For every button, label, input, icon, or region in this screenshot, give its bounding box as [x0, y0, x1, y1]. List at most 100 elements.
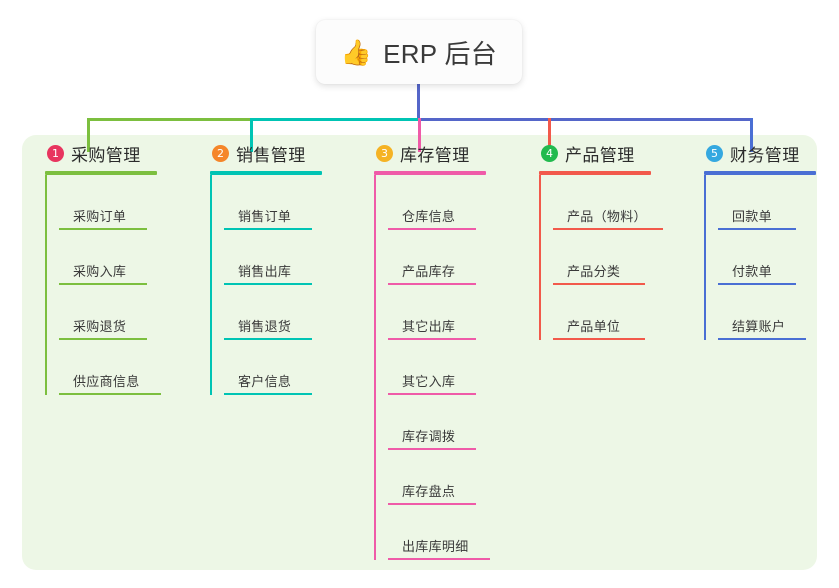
bar-segment-green — [87, 118, 252, 121]
leaf-item-label: 客户信息 — [238, 374, 292, 389]
column-header-3[interactable]: 3 库存管理 — [374, 135, 486, 171]
leaf-item[interactable]: 销售出库 — [224, 230, 322, 285]
leaf-item-underline — [224, 338, 312, 340]
leaf-item-label: 采购入库 — [73, 264, 127, 279]
leaf-item-underline — [553, 338, 645, 340]
leaf-item[interactable]: 其它入库 — [388, 340, 486, 395]
leaf-item-label: 供应商信息 — [73, 374, 140, 389]
leaf-item[interactable]: 其它出库 — [388, 285, 486, 340]
leaf-item-label: 结算账户 — [732, 319, 786, 334]
leaf-item[interactable]: 产品库存 — [388, 230, 486, 285]
column-3: 3 库存管理仓库信息产品库存其它出库其它入库库存调拨库存盘点出库库明细 — [374, 135, 490, 560]
leaf-item-underline — [388, 503, 476, 505]
column-underline — [704, 171, 816, 175]
column-trunk-line — [210, 175, 212, 395]
leaf-item[interactable]: 客户信息 — [224, 340, 322, 395]
leaf-item-label: 其它出库 — [402, 319, 456, 334]
leaf-item-underline — [59, 228, 147, 230]
leaf-item-label: 出库库明细 — [402, 539, 469, 554]
leaf-item[interactable]: 产品（物料） — [553, 175, 663, 230]
leaf-item[interactable]: 供应商信息 — [59, 340, 161, 395]
leaf-item-label: 付款单 — [732, 264, 772, 279]
leaf-item-underline — [224, 393, 312, 395]
column-trunk-line — [704, 175, 706, 340]
column-underline — [45, 171, 157, 175]
leaf-item-label: 库存盘点 — [402, 484, 456, 499]
leaf-item-underline — [718, 228, 796, 230]
leaf-item[interactable]: 仓库信息 — [388, 175, 486, 230]
column-title: 库存管理 — [400, 145, 470, 165]
leaf-item[interactable]: 回款单 — [718, 175, 816, 230]
column-layer: 1 采购管理采购订单采购入库采购退货供应商信息 2 销售管理销售订单销售出库销售退货客… — [22, 135, 817, 570]
leaf-item-underline — [59, 393, 161, 395]
column-items-2: 销售订单销售出库销售退货客户信息 — [210, 175, 322, 395]
leaf-item[interactable]: 库存盘点 — [388, 450, 486, 505]
leaf-item[interactable]: 销售退货 — [224, 285, 322, 340]
leaf-item-underline — [553, 283, 645, 285]
leaf-item-underline — [388, 283, 476, 285]
leaf-item-label: 库存调拨 — [402, 429, 456, 444]
leaf-item-label: 销售退货 — [238, 319, 292, 334]
leaf-item-underline — [718, 283, 796, 285]
column-header-2[interactable]: 2 销售管理 — [210, 135, 322, 171]
leaf-item[interactable]: 结算账户 — [718, 285, 816, 340]
leaf-item[interactable]: 采购入库 — [59, 230, 157, 285]
bar-segment-teal — [250, 118, 420, 121]
leaf-item-label: 仓库信息 — [402, 209, 456, 224]
column-trunk-line — [539, 175, 541, 340]
leaf-item[interactable]: 付款单 — [718, 230, 816, 285]
column-trunk-line — [45, 175, 47, 395]
branch-drop-2 — [250, 118, 253, 152]
column-number-badge: 2 — [212, 144, 229, 162]
column-underline — [210, 171, 322, 175]
leaf-item-underline — [224, 283, 312, 285]
leaf-item-underline — [388, 558, 490, 560]
bar-segment-blue — [418, 118, 753, 121]
leaf-item-underline — [388, 338, 476, 340]
leaf-item[interactable]: 产品分类 — [553, 230, 651, 285]
column-items-4: 产品（物料） 产品分类产品单位 — [539, 175, 663, 340]
thumbs-up-icon: 👍 — [340, 37, 373, 67]
column-title: 销售管理 — [236, 145, 306, 165]
column-header-1[interactable]: 1 采购管理 — [45, 135, 157, 171]
root-stem-connector — [417, 84, 420, 121]
leaf-item[interactable]: 库存调拨 — [388, 395, 486, 450]
leaf-item-label: 其它入库 — [402, 374, 456, 389]
leaf-item-underline — [59, 338, 147, 340]
column-items-1: 采购订单采购入库采购退货供应商信息 — [45, 175, 161, 395]
leaf-item[interactable]: 产品单位 — [553, 285, 651, 340]
column-title: 财务管理 — [730, 145, 800, 165]
column-title: 产品管理 — [565, 145, 635, 165]
leaf-item-label: 产品库存 — [402, 264, 456, 279]
leaf-item-underline — [718, 338, 806, 340]
leaf-item-label: 采购退货 — [73, 319, 127, 334]
leaf-item-label: 产品分类 — [567, 264, 621, 279]
leaf-item-underline — [553, 228, 663, 230]
root-node-card[interactable]: 👍 ERP 后台 — [316, 20, 522, 84]
leaf-item[interactable]: 采购退货 — [59, 285, 157, 340]
column-2: 2 销售管理销售订单销售出库销售退货客户信息 — [210, 135, 322, 395]
column-title: 采购管理 — [71, 145, 141, 165]
column-items-5: 回款单付款单结算账户 — [704, 175, 816, 340]
leaf-item-underline — [224, 228, 312, 230]
leaf-item-label: 回款单 — [732, 209, 772, 224]
column-number-badge: 3 — [376, 144, 393, 162]
column-number-badge: 1 — [47, 144, 64, 162]
leaf-item[interactable]: 采购订单 — [59, 175, 157, 230]
leaf-item-underline — [388, 228, 476, 230]
leaf-item[interactable]: 销售订单 — [224, 175, 322, 230]
leaf-item-label: 销售订单 — [238, 209, 292, 224]
column-trunk-line — [374, 175, 376, 560]
branch-drop-5 — [750, 118, 753, 152]
column-underline — [539, 171, 651, 175]
leaf-item-label: 销售出库 — [238, 264, 292, 279]
column-1: 1 采购管理采购订单采购入库采购退货供应商信息 — [45, 135, 161, 395]
root-node-title: ERP 后台 — [383, 38, 498, 69]
leaf-item-underline — [388, 448, 476, 450]
leaf-item[interactable]: 出库库明细 — [388, 505, 490, 560]
branch-drop-1 — [87, 118, 90, 152]
branch-drop-4 — [548, 118, 551, 152]
